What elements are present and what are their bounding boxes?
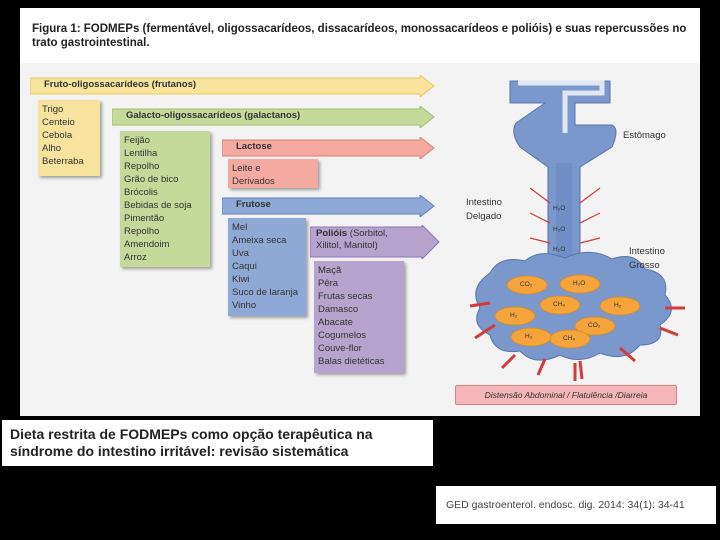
water-label: H₂O [553,246,566,253]
galactanos-list: Feijão Lentilha Repolho Grão de bico Bró… [120,131,210,267]
outcome-bar: Distensão Abdominal / Flatulência /Diarr… [455,385,677,405]
small-intestine-label: Intestino Delgado [466,196,502,224]
small-intestine-shape [556,163,572,283]
list-item: Damasco [318,304,359,315]
gas-label: H₂ [614,302,622,309]
figure-panel: Figura 1: FODMEPs (fermentável, oligossa… [20,8,700,416]
arrow-lactose: Lactose [222,137,435,159]
list-item: Beterraba [42,156,84,167]
distension-arrows [469,301,685,381]
list-item: Balas dietéticas [318,356,385,367]
figure-title: Figura 1: FODMEPs (fermentável, oligossa… [32,23,687,49]
arrow-shape-purple [310,225,440,259]
frutose-list: Mel Ameixa seca Uva Caqui Kiwi Suco de l… [228,218,306,316]
frutose-label: Frutose [236,199,271,210]
gas-label: H₂ [525,333,533,340]
list-item: Trigo [42,104,64,115]
list-item: Leite e [232,163,261,174]
list-item: Suco de laranja [232,287,299,298]
list-item: Pêra [318,278,339,289]
large-intestine-label-2: Grosso [629,260,660,271]
list-item: Uva [232,248,249,259]
list-item: Kiwi [232,274,250,285]
stomach-label: Estômago [623,130,666,141]
list-item: Brócolis [124,187,158,198]
list-item: Derivados [232,176,275,187]
list-item: Vinho [232,300,257,311]
tube-highlight [518,80,605,133]
poliois-label: Polióis (Sorbitol, Xilitol, Manitol) [316,228,388,252]
article-reference: GED gastroenterol. endosc. dig. 2014: 34… [436,486,716,524]
poliois-list: Maçã Pêra Frutas secas Damasco Abacate C… [314,261,404,373]
gi-tract-illustration [469,80,685,381]
poliois-label-rest: (Sorbitol, [347,228,388,239]
frutanos-label: Fruto-oligossacarídeos (frutanos) [44,79,197,90]
list-item: Caqui [232,261,257,272]
water-arrows [529,187,601,244]
list-item: Maçã [318,265,342,276]
lactose-label: Lactose [236,141,272,152]
galactanos-label: Galacto-oligossacarídeos (galactanos) [126,110,301,121]
list-item: Cebola [42,130,73,141]
small-intestine-label-2: Delgado [466,211,502,222]
arrow-shape-yellow [30,75,435,97]
list-item: Repolho [124,226,160,237]
article-title-line2: síndrome do intestino irritável: revisão… [10,443,349,459]
article-title: Dieta restrita de FODMEPs como opção ter… [2,420,433,466]
list-item: Feijão [124,135,150,146]
list-item: Mel [232,222,248,233]
list-item: Ameixa seca [232,235,287,246]
arrow-poliois: Polióis (Sorbitol, Xilitol, Manitol) [310,225,440,259]
water-label: H₂O [553,226,566,233]
list-item: Amendoim [124,239,170,250]
water-label: H₂O [553,205,566,212]
poliois-label-line2: Xilitol, Manitol) [316,240,378,251]
list-item: Lentilha [124,148,158,159]
fodmap-diagram: Fruto-oligossacarídeos (frutanos) Trigo … [20,63,700,416]
gas-label: H₂O [573,280,586,287]
list-item: Cogumelos [318,330,367,341]
gas-bubbles [494,274,641,349]
small-intestine-label-1: Intestino [466,197,502,208]
list-item: Grão de bico [124,174,179,185]
list-item: Couve-flor [318,343,362,354]
arrow-galactanos: Galacto-oligossacarídeos (galactanos) [112,106,435,128]
list-item: Repolho [124,161,160,172]
gas-label: H₂ [510,312,518,319]
list-item: Bebidas de soja [124,200,192,211]
article-title-line1: Dieta restrita de FODMEPs como opção ter… [10,426,373,442]
list-item: Arroz [124,252,147,263]
list-item: Abacate [318,317,353,328]
large-intestine-label: Intestino Grosso [629,245,665,273]
large-intestine-label-1: Intestino [629,246,665,257]
arrow-shape-green [112,106,435,128]
list-item: Frutas secas [318,291,373,302]
arrow-shape-blue [222,195,435,217]
list-item: Pimentão [124,213,165,224]
lactose-list: Leite e Derivados [228,159,318,188]
list-item: Alho [42,143,62,154]
arrow-frutose: Frutose [222,195,435,217]
poliois-label-bold: Polióis [316,228,348,239]
arrow-frutanos: Fruto-oligossacarídeos (frutanos) [30,75,435,97]
gas-label: CO₂ [588,322,601,329]
gas-label: CH₄ [553,301,566,308]
gas-label: CO₂ [520,281,533,288]
frutanos-list: Trigo Centeio Cebola Alho Beterraba [38,100,100,176]
arrow-shape-pink [222,137,435,159]
gas-label: CH₄ [563,335,576,342]
list-item: Centeio [42,117,75,128]
